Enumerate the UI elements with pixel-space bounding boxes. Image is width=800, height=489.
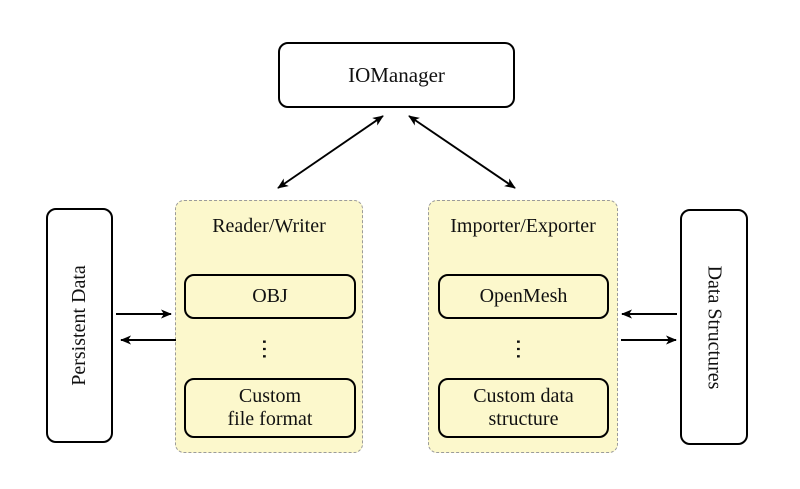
- importer-exporter-title: Importer/Exporter: [450, 215, 596, 237]
- reader-writer-title: Reader/Writer: [212, 215, 326, 237]
- bidirectional-arrow-iomanager-importerexporter: [408, 115, 516, 189]
- custom-file-format-box: Custom file format: [184, 378, 356, 438]
- openmesh-box: OpenMesh: [438, 274, 609, 319]
- persistent-data-label: Persistent Data: [68, 265, 90, 386]
- persistent-data-box: Persistent Data: [46, 208, 113, 443]
- custom-data-structure-box: Custom data structure: [438, 378, 609, 438]
- data-structures-label: Data Structures: [703, 265, 726, 389]
- reader-writer-panel: Reader/Writer OBJ … Custom file format: [175, 200, 363, 453]
- iomanager-box: IOManager: [278, 42, 515, 108]
- vertical-ellipsis: …: [510, 337, 536, 361]
- importer-exporter-panel: Importer/Exporter OpenMesh … Custom data…: [428, 200, 618, 453]
- obj-box: OBJ: [184, 274, 356, 319]
- iomanager-label: IOManager: [348, 62, 445, 87]
- data-structures-box: Data Structures: [680, 209, 748, 445]
- vertical-ellipsis: …: [256, 337, 282, 361]
- bidirectional-arrow-iomanager-readerwriter: [277, 115, 384, 189]
